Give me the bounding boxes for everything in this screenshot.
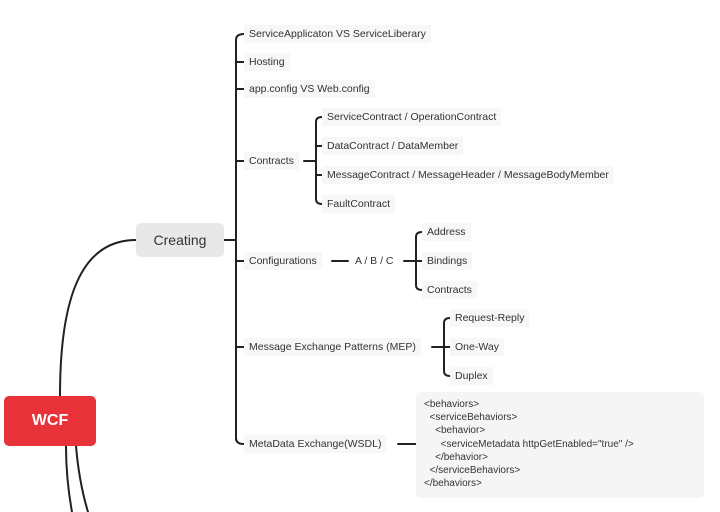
- node-duplex[interactable]: Duplex: [450, 367, 493, 385]
- node-config-contracts[interactable]: Contracts: [422, 281, 477, 299]
- node-data-contract[interactable]: DataContract / DataMember: [322, 137, 464, 155]
- node-hosting[interactable]: Hosting: [244, 53, 290, 71]
- root-node-wcf[interactable]: WCF: [4, 396, 96, 446]
- node-metadata-exchange[interactable]: MetaData Exchange(WSDL): [244, 435, 387, 453]
- node-address[interactable]: Address: [422, 223, 471, 241]
- node-app-config-vs-web-config[interactable]: app.config VS Web.config: [244, 80, 375, 98]
- connector-root-creating: [59, 239, 137, 397]
- code-block-behaviors[interactable]: <behaviors> <serviceBehaviors> <behavior…: [416, 392, 704, 498]
- node-contracts[interactable]: Contracts: [244, 152, 299, 170]
- node-fault-contract[interactable]: FaultContract: [322, 195, 396, 213]
- node-mep[interactable]: Message Exchange Patterns (MEP): [244, 338, 421, 356]
- node-service-application-vs-library[interactable]: ServiceApplicaton VS ServiceLiberary: [244, 25, 431, 43]
- code-line: <behaviors>: [424, 399, 480, 410]
- node-configurations[interactable]: Configurations: [244, 252, 322, 270]
- node-abc[interactable]: A / B / C: [355, 255, 394, 267]
- code-line: <serviceMetadata httpGetEnabled="true" /…: [424, 438, 634, 450]
- connector-contracts-spine: [315, 116, 323, 205]
- node-request-reply[interactable]: Request-Reply: [450, 309, 530, 327]
- connector-main-bottom: [235, 437, 245, 445]
- code-line: </serviceBehaviors>: [424, 464, 521, 476]
- connector-main-top: [235, 33, 245, 41]
- node-message-contract[interactable]: MessageContract / MessageHeader / Messag…: [322, 166, 614, 184]
- code-line: </behavior>: [424, 451, 488, 463]
- node-service-contract[interactable]: ServiceContract / OperationContract: [322, 108, 502, 126]
- node-one-way[interactable]: One-Way: [450, 338, 504, 356]
- connector-mep-spine: [443, 317, 451, 377]
- code-line: <serviceBehaviors>: [424, 412, 518, 424]
- node-bindings[interactable]: Bindings: [422, 252, 473, 270]
- code-line: </behaviors>: [424, 478, 482, 490]
- code-line: <behavior>: [424, 425, 486, 437]
- node-creating[interactable]: Creating: [136, 223, 224, 257]
- connector-root-down-1: [65, 445, 73, 512]
- connector-abc-spine: [415, 231, 423, 291]
- connector-root-down-2: [75, 445, 89, 512]
